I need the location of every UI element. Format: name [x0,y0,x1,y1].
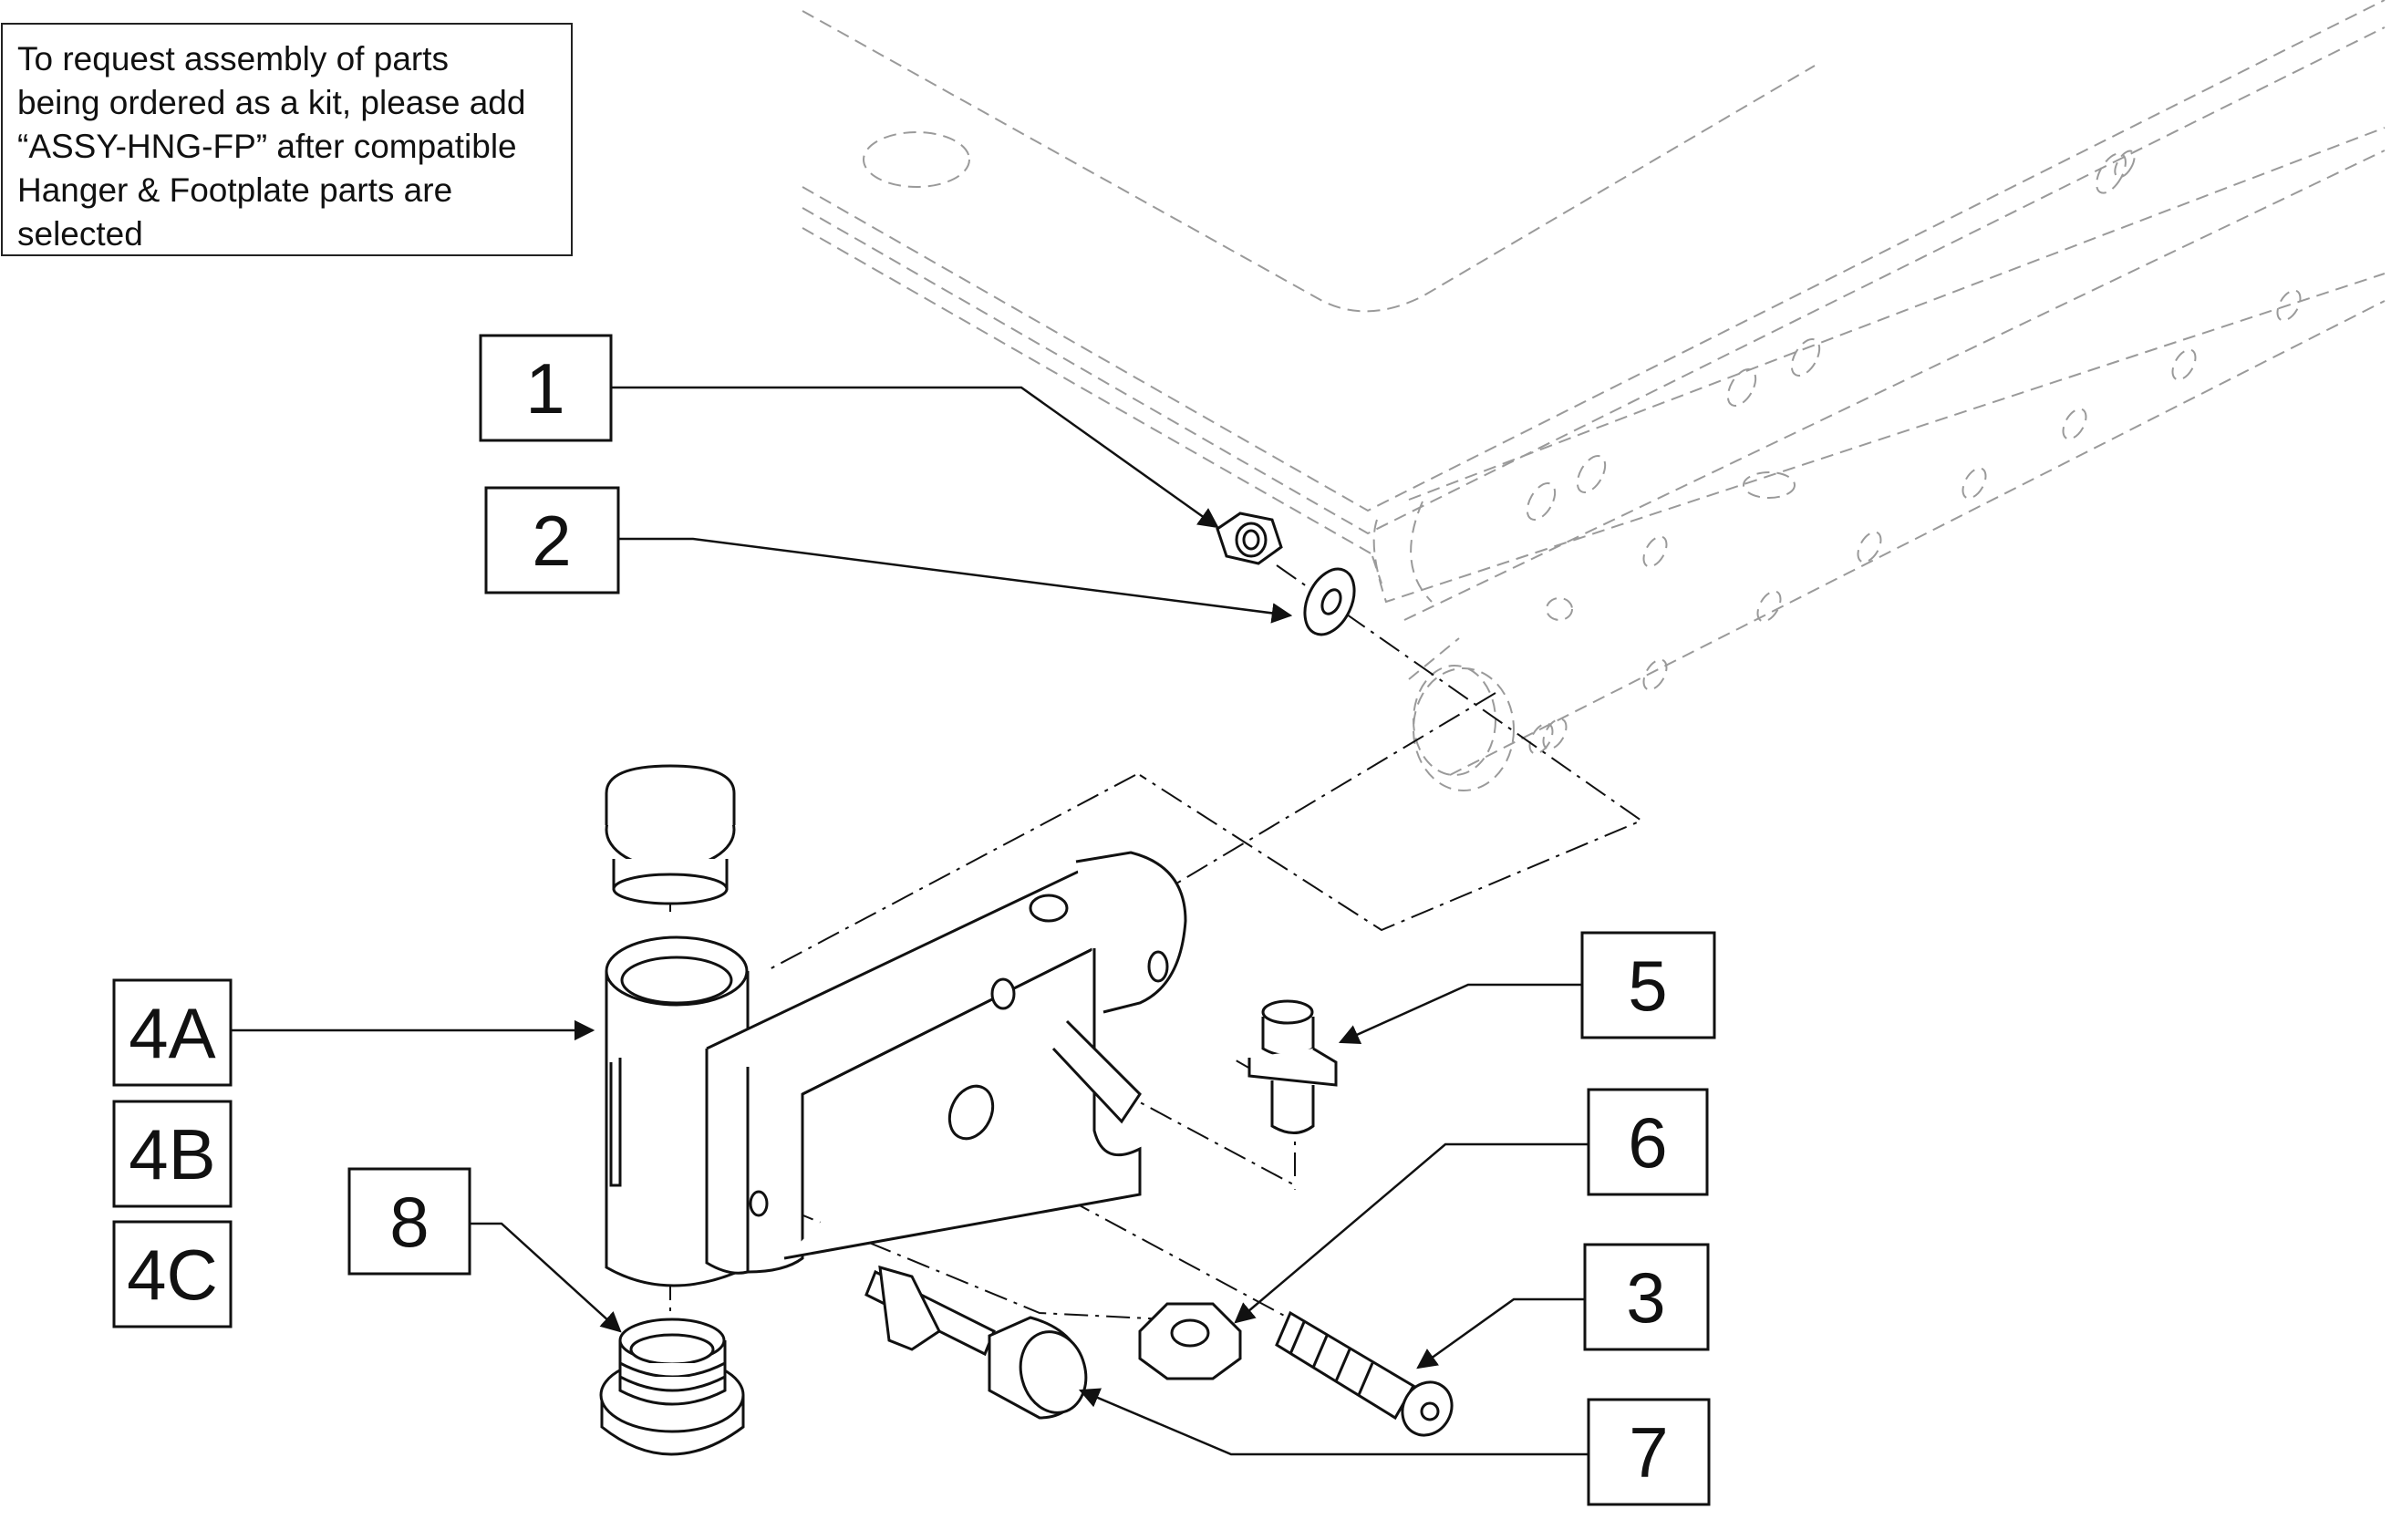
washer-part [1303,567,1356,636]
svg-text:1: 1 [525,348,564,429]
hex-nut-part [1216,512,1283,565]
svg-text:8: 8 [389,1182,429,1262]
callout-4a: 4A [112,978,233,1087]
note-line-2: being ordered as a kit, please add [17,84,526,121]
bumper-stop-part [864,1265,1088,1420]
svg-text:4B: 4B [129,1114,215,1194]
callout-1: 1 [479,334,613,442]
svg-text:5: 5 [1628,946,1667,1026]
svg-text:2: 2 [532,501,571,581]
note-line-5: selected [17,215,143,253]
top-cap-part [605,764,736,905]
bottom-cap-part [599,1318,745,1456]
callout-2: 2 [484,486,620,594]
svg-text:4C: 4C [127,1235,218,1315]
svg-text:6: 6 [1628,1102,1667,1183]
callout-8: 8 [347,1167,471,1276]
svg-text:4A: 4A [129,993,215,1073]
assembly-note: To request assembly of parts being order… [1,23,573,256]
hanger-bracket-part [605,851,1187,1287]
note-line-1: To request assembly of parts [17,40,449,78]
note-line-4: Hanger & Footplate parts are [17,171,453,209]
hex-nut-bottom-part [1138,1302,1242,1380]
callout-7: 7 [1587,1398,1711,1506]
callout-6: 6 [1587,1088,1709,1196]
callout-4b: 4B [112,1100,233,1208]
bolt-part [1275,1310,1454,1437]
note-line-3: “ASSY-HNG-FP” after compatible [17,128,517,165]
svg-text:7: 7 [1629,1412,1668,1493]
frame-outline [802,0,2386,791]
leader-lines [231,386,1589,1456]
callout-3: 3 [1583,1243,1710,1351]
svg-text:3: 3 [1626,1257,1665,1338]
callout-5: 5 [1580,931,1716,1039]
callout-4c: 4C [112,1220,233,1328]
pin-part [1247,999,1338,1134]
